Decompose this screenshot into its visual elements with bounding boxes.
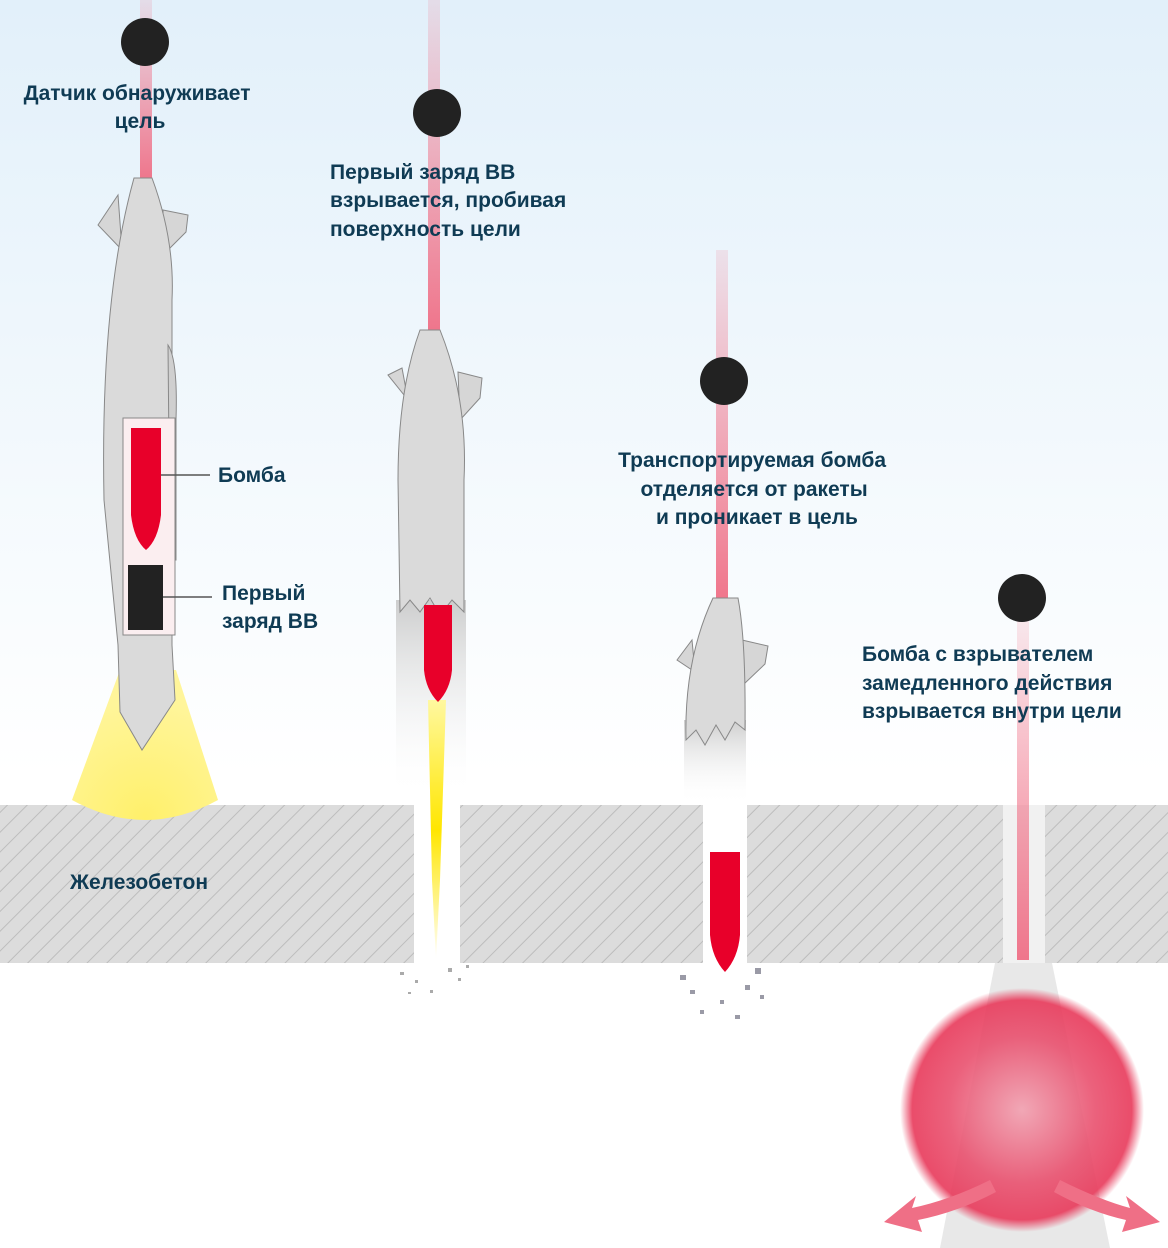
- first-charge: [128, 565, 163, 630]
- bomb: [710, 852, 740, 972]
- stage3-missile-group: [676, 250, 769, 1019]
- missile-fragment: [685, 597, 746, 747]
- exhaust-flame: [428, 700, 446, 960]
- sensor-beam: [1017, 620, 1029, 960]
- sensor-beam: [716, 250, 728, 600]
- arrow-right-icon: [1054, 1180, 1160, 1232]
- sensor-dot-icon: [700, 357, 748, 405]
- debris: [400, 965, 469, 994]
- sensor-dot-icon: [998, 574, 1046, 622]
- concrete-label: Железобетон: [69, 871, 208, 894]
- stage4-label: Бомба с взрывателем замедленного действи…: [862, 643, 1122, 723]
- sensor-beam: [428, 0, 440, 330]
- explosion: [900, 988, 1144, 1232]
- stage4-explosion-group: [884, 574, 1160, 1248]
- sensor-dot-icon: [413, 89, 461, 137]
- bomb: [424, 605, 452, 702]
- bomb: [131, 428, 161, 550]
- stage1-label: Датчик обнаруживает цель: [24, 82, 257, 133]
- bomb-label: Бомба: [218, 464, 286, 487]
- stage3-label: Транспортируемая бомба отделяется от рак…: [618, 449, 892, 529]
- arrow-left-icon: [884, 1180, 996, 1232]
- stage1-missile-group: [72, 0, 218, 820]
- fin: [97, 193, 123, 252]
- first-charge-label: Первый заряд ВВ: [222, 582, 318, 633]
- stage2-missile-group: [387, 0, 483, 994]
- stage2-label: Первый заряд ВВ взрывается, пробивая пов…: [330, 161, 572, 241]
- debris: [680, 968, 764, 1019]
- sensor-dot-icon: [121, 18, 169, 66]
